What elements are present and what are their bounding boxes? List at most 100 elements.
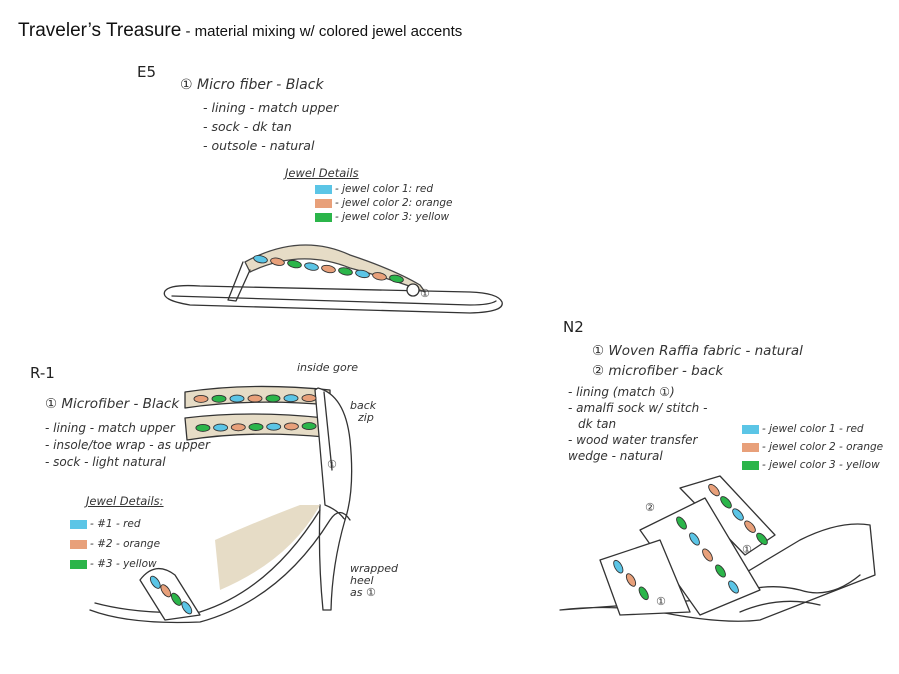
e5-spec-outsole: - outsole - natural — [203, 138, 315, 153]
n2-wedge — [559, 523, 876, 622]
e5-jewel — [389, 274, 404, 283]
swatch-jewel-3 — [70, 559, 87, 569]
r1-note-heel-3: as ① — [350, 586, 376, 599]
e5-sandal-illustration — [163, 244, 503, 314]
r1-heel — [318, 504, 346, 611]
r1-legend-label-2: - #2 - orange — [90, 537, 161, 550]
e5-sole-edge — [171, 295, 497, 306]
n2-spec-2: - amalfi sock w/ stitch - — [568, 401, 708, 415]
e5-spec-sock: - sock - dk tan — [203, 119, 292, 134]
r1-note-back-zip: back zip — [350, 400, 376, 424]
r1-note-inside-gore: inside gore — [297, 361, 359, 374]
e5-legend-label-3: - jewel color 3: yellow — [335, 210, 450, 223]
swatch-jewel-1 — [70, 519, 87, 529]
n2-mid-jewel — [728, 580, 739, 594]
r1-note-zip-2: zip — [358, 411, 374, 424]
n2-legend-label-3: - jewel color 3 - yellow — [762, 458, 880, 471]
n2-front-jewel — [625, 573, 637, 587]
jewel-accents — [149, 255, 768, 615]
e5-legend-row-2: - jewel color 2: orange — [315, 196, 453, 210]
n2-material-1: ① Woven Raffia fabric - natural — [592, 343, 803, 359]
r1-note-heel-2: heel — [350, 574, 374, 587]
swatch-jewel-3 — [315, 212, 332, 222]
r1-toe-jewel — [160, 584, 172, 598]
e5-material: ① Micro fiber - Black — [180, 77, 324, 93]
n2-mid-jewel — [702, 548, 713, 562]
n2-front-jewel — [638, 586, 649, 601]
e5-jewel — [321, 264, 336, 274]
r1-sole — [89, 511, 351, 624]
r1-legend-label-1: - #1 - red — [90, 517, 141, 530]
e5-buckle — [406, 283, 420, 297]
swatch-jewel-2 — [315, 198, 332, 208]
e5-jewel — [355, 269, 370, 279]
e5-spec-lining: - lining - match upper — [203, 100, 339, 115]
r1-sandal-illustration — [89, 385, 353, 624]
n2-legend-row-2: - jewel color 2 - orange — [742, 438, 883, 456]
e5-legend-row-1: - jewel color 1: red — [315, 182, 453, 196]
swatch-jewel-3 — [742, 460, 759, 470]
e5-sole — [163, 284, 503, 314]
r1-strap-1-jewel — [193, 394, 209, 403]
r1-legend: Jewel Details: - #1 - red - #2 - orange … — [70, 495, 164, 574]
r1-toe-jewel — [181, 601, 193, 615]
swatch-jewel-1 — [742, 424, 759, 434]
r1-legend-row-3: - #3 - yellow — [70, 554, 164, 574]
n2-legend-label-1: - jewel color 1 - red — [762, 422, 864, 435]
e5-code: E5 — [137, 63, 157, 81]
n2-back-jewel — [756, 532, 768, 546]
e5-toe-post — [227, 261, 251, 302]
r1-strap-2-jewel — [266, 422, 282, 431]
r1-spec-sock: - sock - light natural — [45, 455, 166, 469]
e5-jewel — [287, 259, 302, 269]
r1-strap-2-jewel — [248, 423, 264, 431]
n2-spec-1: - lining (match ①) — [568, 385, 675, 399]
r1-strap-1-jewel — [229, 394, 245, 403]
e5-jewel — [372, 272, 387, 281]
n2-back-jewel — [732, 508, 744, 521]
e5-jewel — [338, 267, 353, 276]
e5-legend-title: Jewel Details — [285, 166, 359, 180]
n2-mid-jewel — [715, 564, 726, 578]
r1-legend-row-2: - #2 - orange — [70, 534, 164, 554]
r1-spec-insole: - insole/toe wrap - as upper — [45, 438, 210, 452]
n2-back-jewel — [744, 520, 756, 533]
r1-strap-2-jewel — [283, 422, 299, 431]
n2-legend-row-1: - jewel color 1 - red — [742, 420, 883, 438]
r1-heel-counter — [314, 387, 353, 521]
r1-legend-title: Jewel Details: — [86, 494, 164, 508]
r1-strap-2-jewel — [213, 423, 229, 432]
e5-legend-row-3: - jewel color 3: yellow — [315, 210, 453, 224]
n2-spec-5: wedge - natural — [568, 449, 663, 463]
r1-spec-lining: - lining - match upper — [45, 421, 175, 435]
e5-legend-label-2: - jewel color 2: orange — [335, 196, 453, 209]
r1-strap-2-jewel — [301, 422, 317, 431]
r1-note-wrapped-heel: wrapped heel as ① — [350, 563, 398, 599]
n2-mid-jewel — [689, 532, 700, 546]
r1-strap-2-jewel — [195, 423, 211, 432]
r1-strap-1-jewel — [265, 394, 281, 403]
r1-strap-1-jewel — [211, 394, 227, 403]
e5-legend-label-1: - jewel color 1: red — [335, 182, 433, 195]
r1-code: R-1 — [30, 364, 55, 382]
n2-mark-2: ② — [645, 501, 655, 514]
n2-spec-3: dk tan — [578, 417, 617, 431]
r1-toe-jewel — [170, 592, 182, 606]
n2-back-jewel — [720, 496, 732, 509]
r1-insole — [94, 509, 321, 614]
n2-back-jewel — [708, 483, 720, 497]
title-sub: - material mixing w/ colored jewel accen… — [181, 23, 463, 40]
r1-strap-1-jewel — [247, 394, 263, 403]
n2-wedge-illustration — [559, 475, 876, 622]
r1-mark: ① — [327, 458, 337, 471]
r1-back-zip — [323, 391, 333, 471]
e5-jewel — [270, 257, 285, 266]
n2-code: N2 — [563, 318, 584, 336]
e5-jewel — [304, 262, 319, 271]
title-main: Traveler’s Treasure — [18, 20, 182, 41]
swatch-jewel-2 — [742, 442, 759, 452]
n2-specs: - lining (match ①) - amalfi sock w/ stit… — [568, 384, 707, 464]
n2-legend-row-3: - jewel color 3 - yellow — [742, 456, 883, 474]
r1-arch-shade — [215, 505, 320, 590]
